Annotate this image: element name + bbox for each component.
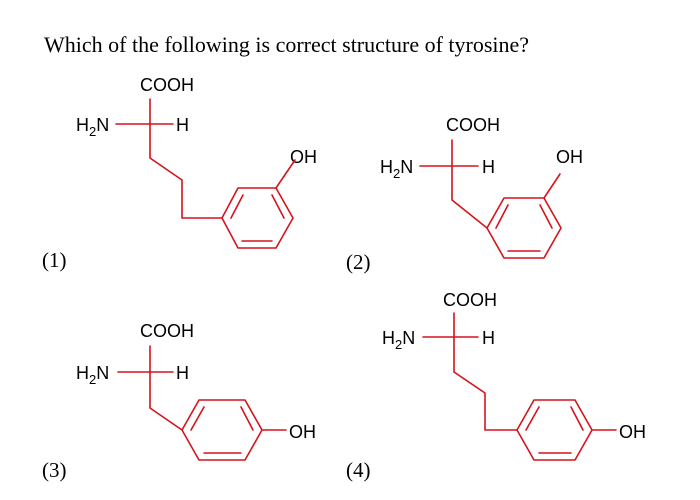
option-4-h-label: H bbox=[482, 328, 495, 348]
option-2-oh-label: OH bbox=[556, 147, 583, 167]
option-1-cooh-label: COOH bbox=[140, 75, 194, 95]
option-2-h-label: H bbox=[482, 157, 495, 177]
option-1-h-label: H bbox=[176, 115, 189, 135]
option-1-oh-label: OH bbox=[290, 147, 317, 167]
option-4-bonds bbox=[422, 312, 617, 461]
option-4-cooh-label: COOH bbox=[443, 290, 497, 310]
option-3-amine-label: H2N bbox=[76, 363, 109, 387]
option-4-label: (4) bbox=[346, 458, 371, 482]
option-3-structure: COOH H2N H OH bbox=[76, 321, 316, 461]
option-3-cooh-label: COOH bbox=[140, 321, 194, 341]
option-3-h-label: H bbox=[176, 363, 189, 383]
option-1-label: (1) bbox=[42, 248, 67, 272]
option-4-oh-label: OH bbox=[619, 422, 646, 442]
option-3-oh-label: OH bbox=[289, 422, 316, 442]
option-1-structure: COOH H2N H OH bbox=[76, 75, 317, 249]
option-3-label: (3) bbox=[42, 458, 67, 482]
option-2-cooh-label: COOH bbox=[446, 115, 500, 135]
option-4-structure: COOH H2N H OH bbox=[382, 290, 646, 461]
option-2-structure: COOH H2N H OH bbox=[380, 115, 583, 259]
option-4-amine-label: H2N bbox=[382, 328, 415, 352]
option-3-bonds bbox=[117, 345, 287, 461]
option-2-amine-label: H2N bbox=[380, 157, 413, 181]
option-1-bonds bbox=[115, 98, 296, 249]
option-1-amine-label: H2N bbox=[76, 115, 109, 139]
question-text: Which of the following is correct struct… bbox=[44, 32, 530, 57]
option-2-bonds bbox=[419, 139, 562, 259]
option-2-label: (2) bbox=[346, 250, 371, 274]
